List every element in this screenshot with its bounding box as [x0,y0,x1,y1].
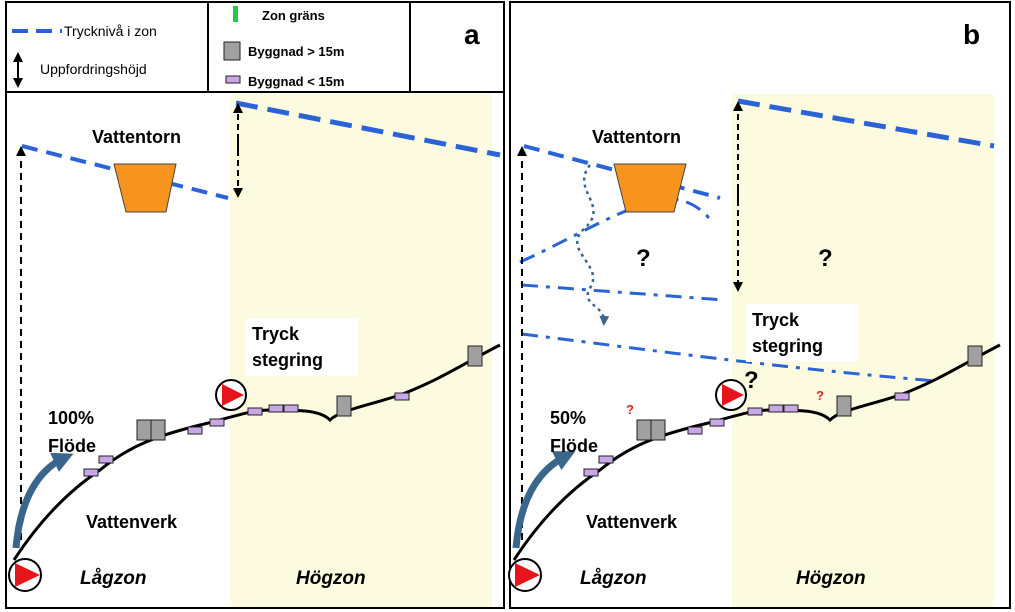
flow-arrow-b [512,451,576,549]
panel-b: b Vattentorn ? ? ? ? ? Tryc [508,1,1011,609]
tall-building [967,345,983,367]
flow-percent-a: 100% [48,408,94,428]
question-mark-high-b: ? [818,245,833,272]
boost-label-line1-b: Tryck [752,310,800,330]
boost-label-line2-b: stegring [752,336,823,356]
flow-word-b: Flöde [550,436,598,456]
question-mark-low-b: ? [636,245,651,272]
tall-building [650,419,666,441]
water-tower-label-a: Vattentorn [92,127,181,147]
flow-word-a: Flöde [48,436,96,456]
reduced-pressure-curve-b [519,197,714,264]
water-tower-icon [613,163,687,213]
reduced-pressure-line1-b [521,283,725,302]
question-mark-pump-b: ? [744,367,759,394]
low-building [894,392,910,401]
panel-a: Trycknivå i zon Uppfordringshöjd Zon grä… [5,1,505,609]
low-building [394,392,410,401]
legend-lift-height: Uppfordringshöjd [40,61,147,77]
low-building [83,468,99,477]
panel-b-border [509,1,1011,609]
tall-building [636,419,652,441]
low-building [268,404,284,413]
tall-building [150,419,166,441]
flow-arrow-a [12,452,74,549]
boost-label-box-b [746,304,858,362]
low-building [747,407,763,416]
boost-label-line1-a: Tryck [252,324,300,344]
low-zone-label-a: Lågzon [80,568,147,589]
panel-b-letter: b [963,19,980,50]
low-building [187,426,203,435]
low-building [598,455,614,464]
pressure-drop-arrow-b [576,164,610,326]
legend-building-tall: Byggnad > 15m [248,44,344,59]
plant-label-b: Vattenverk [586,512,678,532]
small-question-low-b: ? [626,402,634,417]
low-building [783,404,799,413]
legend-zone-border: Zon gräns [262,8,325,23]
low-building [768,404,784,413]
zone-border-swatch [233,6,238,22]
panel-a-letter: a [464,19,480,50]
buildings-a [83,345,483,477]
tall-building [136,419,152,441]
legend-building-low: Byggnad < 15m [248,74,344,89]
high-zone-label-b: Högzon [796,568,866,589]
legend: Trycknivå i zon Uppfordringshöjd Zon grä… [12,6,344,89]
low-building [709,418,725,427]
high-zone-pressure-line-b [737,98,995,149]
small-question-high-b: ? [816,388,824,403]
tall-building [336,395,352,417]
water-tower-icon [113,163,177,213]
legend-pressure-level: Trycknivå i zon [64,23,157,39]
low-zone-label-b: Lågzon [580,568,647,589]
low-building [247,407,263,416]
buildings-b [583,345,983,477]
plant-label-a: Vattenverk [86,512,178,532]
low-building [687,426,703,435]
tall-building [836,395,852,417]
high-zone-label-a: Högzon [296,568,366,589]
low-building-swatch [225,75,241,84]
low-building [209,418,225,427]
panel-a-border [5,1,505,609]
low-building [98,455,114,464]
tall-building-swatch [223,41,241,61]
tall-building [467,345,483,367]
boost-label-box-a [246,318,358,376]
low-building [283,404,299,413]
boost-label-line2-a: stegring [252,350,323,370]
flow-percent-b: 50% [550,408,586,428]
water-tower-label-b: Vattentorn [592,127,681,147]
high-zone-pressure-line-a [235,100,501,158]
low-building [583,468,599,477]
